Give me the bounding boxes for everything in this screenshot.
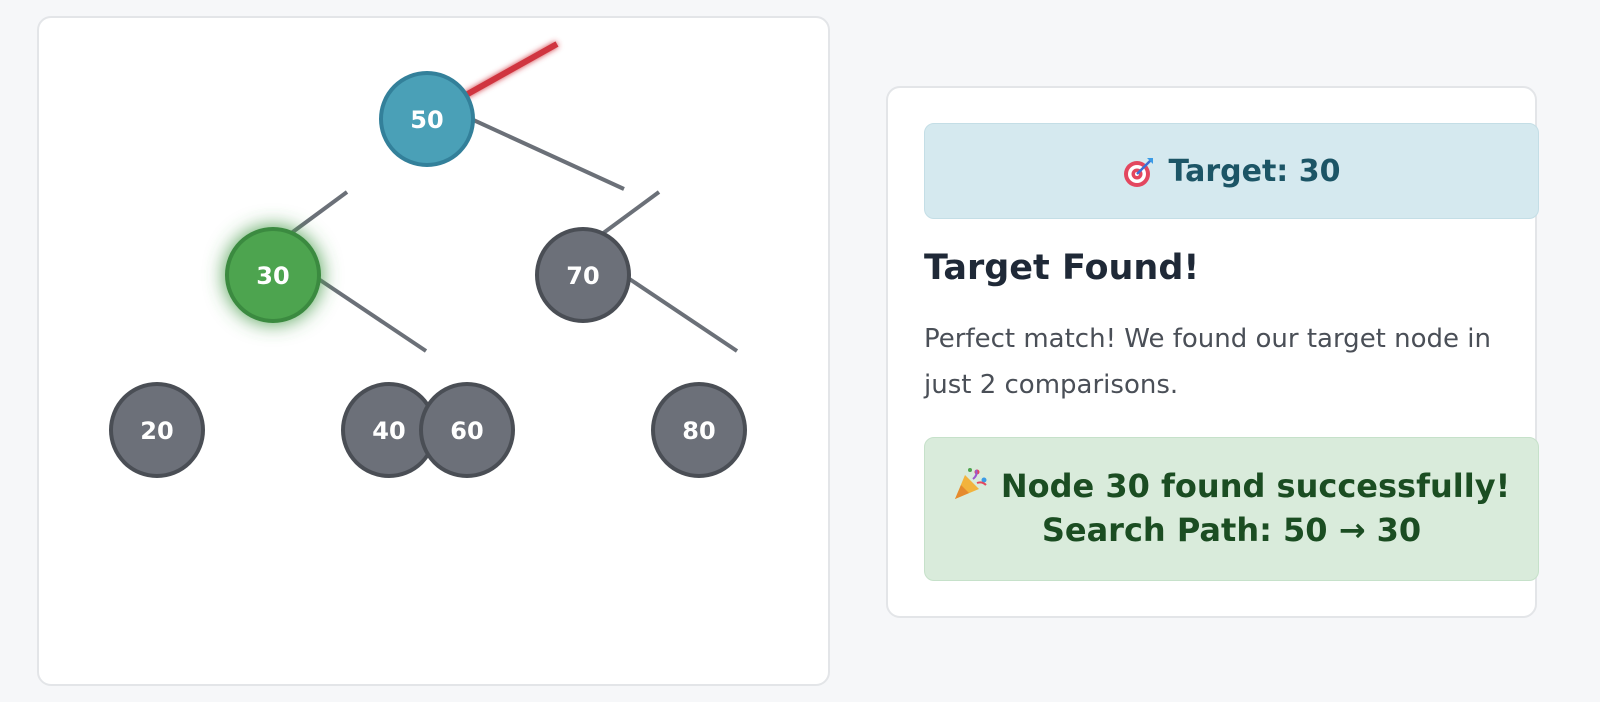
tree-edge <box>288 190 349 236</box>
tree-visualization-panel: 50 30 70 20 40 60 80 <box>37 16 830 686</box>
success-message: Node 30 found successfully! Search Path:… <box>924 437 1539 581</box>
target-banner: Target: 30 <box>924 123 1539 219</box>
tree-node-60[interactable]: 60 <box>419 382 515 478</box>
tree-edge <box>312 274 428 353</box>
target-label: Target: 30 <box>1168 153 1341 189</box>
svg-text:60: 60 <box>450 417 483 445</box>
tree-edge <box>468 116 625 191</box>
success-line-1: Node 30 found successfully! <box>1000 467 1511 505</box>
svg-text:70: 70 <box>566 262 599 290</box>
party-popper-icon <box>953 467 989 501</box>
svg-text:80: 80 <box>682 417 715 445</box>
tree-node-30[interactable]: 30 <box>225 227 321 323</box>
tree-node-50[interactable]: 50 <box>379 71 475 167</box>
tree-node-70[interactable]: 70 <box>535 227 631 323</box>
tree-edge <box>600 190 661 236</box>
svg-text:50: 50 <box>410 106 443 134</box>
tree-edge <box>623 274 739 353</box>
status-title: Target Found! <box>924 248 1200 288</box>
search-path-line: Search Path: 50 → 30 <box>1041 511 1422 549</box>
tree-node-80[interactable]: 80 <box>651 382 747 478</box>
svg-text:30: 30 <box>256 262 289 290</box>
svg-text:20: 20 <box>140 417 173 445</box>
tree-node-20[interactable]: 20 <box>109 382 205 478</box>
search-info-panel: Target: 30 Target Found! Perfect match! … <box>886 86 1539 618</box>
status-description: Perfect match! We found our target node … <box>924 324 1491 400</box>
target-dart-icon <box>1123 156 1153 187</box>
svg-text:40: 40 <box>372 417 405 445</box>
tree-edge-active <box>455 41 559 103</box>
tree-canvas: 50 30 70 20 40 60 80 <box>109 41 747 478</box>
tree-node-40[interactable]: 40 <box>341 382 437 478</box>
